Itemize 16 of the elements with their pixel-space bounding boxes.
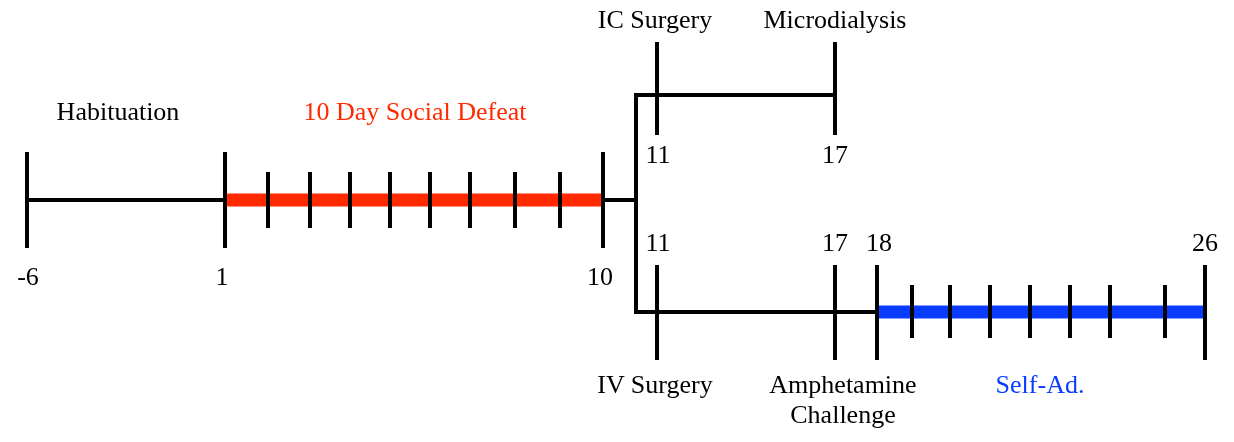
day-number: 10 (587, 262, 613, 292)
event-label: IC Surgery (597, 5, 713, 35)
day-number: -6 (17, 262, 39, 292)
day-number: 17 (822, 140, 848, 170)
day-number: 18 (866, 228, 892, 258)
event-label: IV Surgery (597, 370, 713, 400)
phase-label: Self-Ad. (995, 370, 1085, 400)
event-label: Amphetamine Challenge (768, 370, 918, 430)
day-number: 1 (215, 262, 229, 292)
day-number: 26 (1192, 228, 1218, 258)
phase-label: 10 Day Social Defeat (303, 97, 527, 127)
phase-label: Habituation (56, 97, 180, 127)
day-number: 17 (822, 228, 848, 258)
event-label: Microdialysis (763, 5, 907, 35)
day-number: 11 (645, 228, 671, 258)
day-number: 11 (645, 140, 671, 170)
